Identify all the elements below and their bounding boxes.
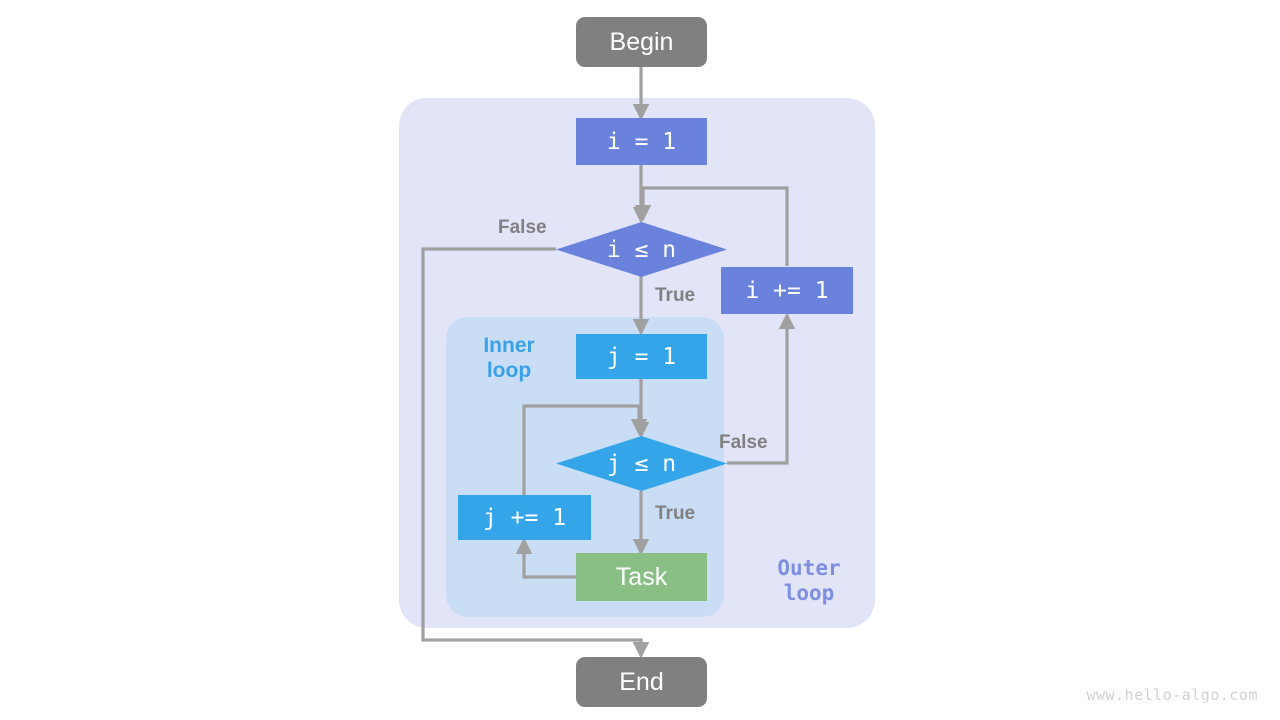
node-task[interactable]: Task — [576, 553, 707, 601]
node-i-increment[interactable]: i += 1 — [721, 267, 853, 314]
node-end[interactable]: End — [576, 657, 707, 707]
node-j-increment[interactable]: j += 1 — [458, 495, 591, 540]
node-end-label: End — [619, 667, 664, 696]
edge-label-i-true: True — [655, 285, 696, 306]
edge-label-i-false: False — [498, 217, 547, 238]
watermark: www.hello-algo.com — [1086, 686, 1258, 704]
node-j-init[interactable]: j = 1 — [576, 334, 707, 379]
edge-label-j-true: True — [655, 503, 696, 524]
node-j-condition-label: j ≤ n — [606, 450, 677, 477]
node-begin-label: Begin — [609, 27, 674, 56]
node-i-init[interactable]: i = 1 — [576, 118, 707, 165]
outer-loop-caption: Outer loop — [777, 556, 841, 605]
node-begin[interactable]: Begin — [576, 17, 707, 67]
node-j-increment-label: j += 1 — [482, 504, 567, 531]
node-i-condition[interactable]: i ≤ n — [556, 222, 727, 277]
node-i-increment-label: i += 1 — [745, 277, 829, 304]
inner-loop-caption: Inner loop — [483, 334, 535, 382]
node-task-label: Task — [615, 562, 668, 591]
node-i-condition-label: i ≤ n — [606, 236, 677, 263]
node-i-init-label: i = 1 — [606, 128, 677, 155]
node-j-init-label: j = 1 — [606, 343, 677, 370]
edge-label-j-false: False — [719, 432, 768, 453]
node-j-condition[interactable]: j ≤ n — [556, 436, 727, 491]
